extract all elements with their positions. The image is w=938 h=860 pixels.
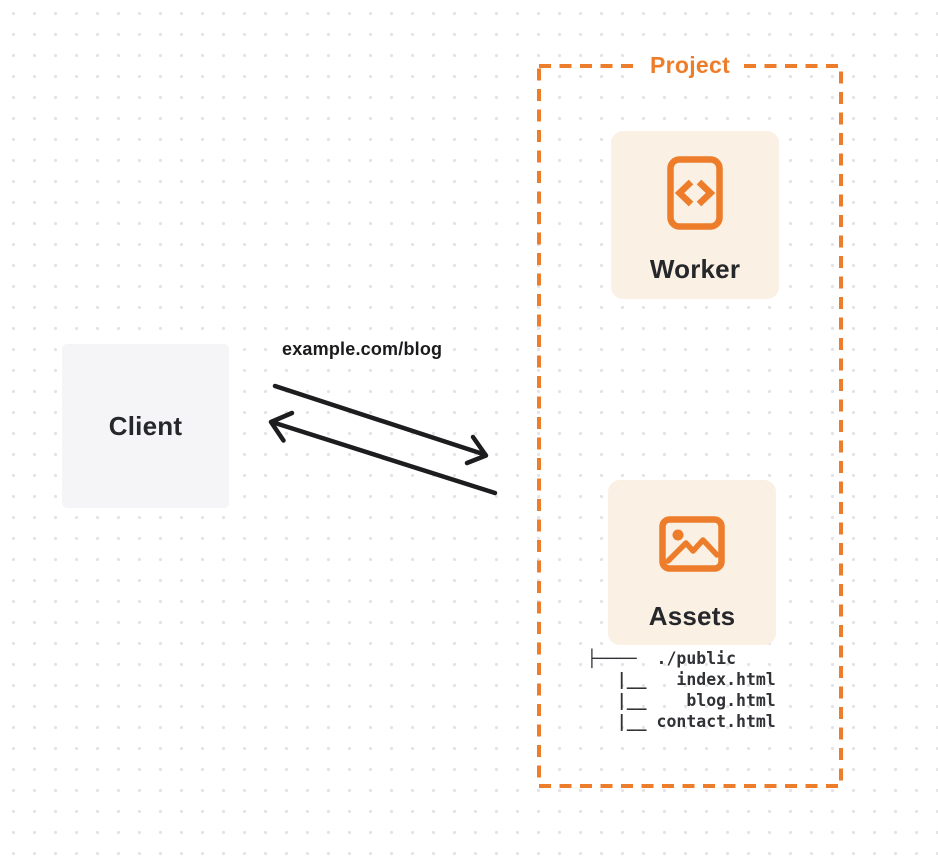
assets-file-tree: ├──── ./public |__ index.html |__ blog.h… — [587, 649, 776, 731]
code-file-icon — [667, 156, 723, 230]
request-url-label: example.com/blog — [282, 339, 443, 359]
client-node: Client — [62, 344, 229, 508]
project-label-wrap: Project — [537, 52, 843, 79]
project-label: Project — [640, 52, 740, 79]
image-icon — [659, 516, 725, 572]
assets-node: Assets — [608, 480, 776, 645]
response-arrow — [268, 410, 498, 496]
client-label: Client — [108, 410, 183, 441]
assets-label: Assets — [648, 601, 736, 631]
worker-label: Worker — [649, 254, 741, 284]
request-arrow — [272, 383, 489, 466]
worker-node: Worker — [611, 131, 779, 299]
